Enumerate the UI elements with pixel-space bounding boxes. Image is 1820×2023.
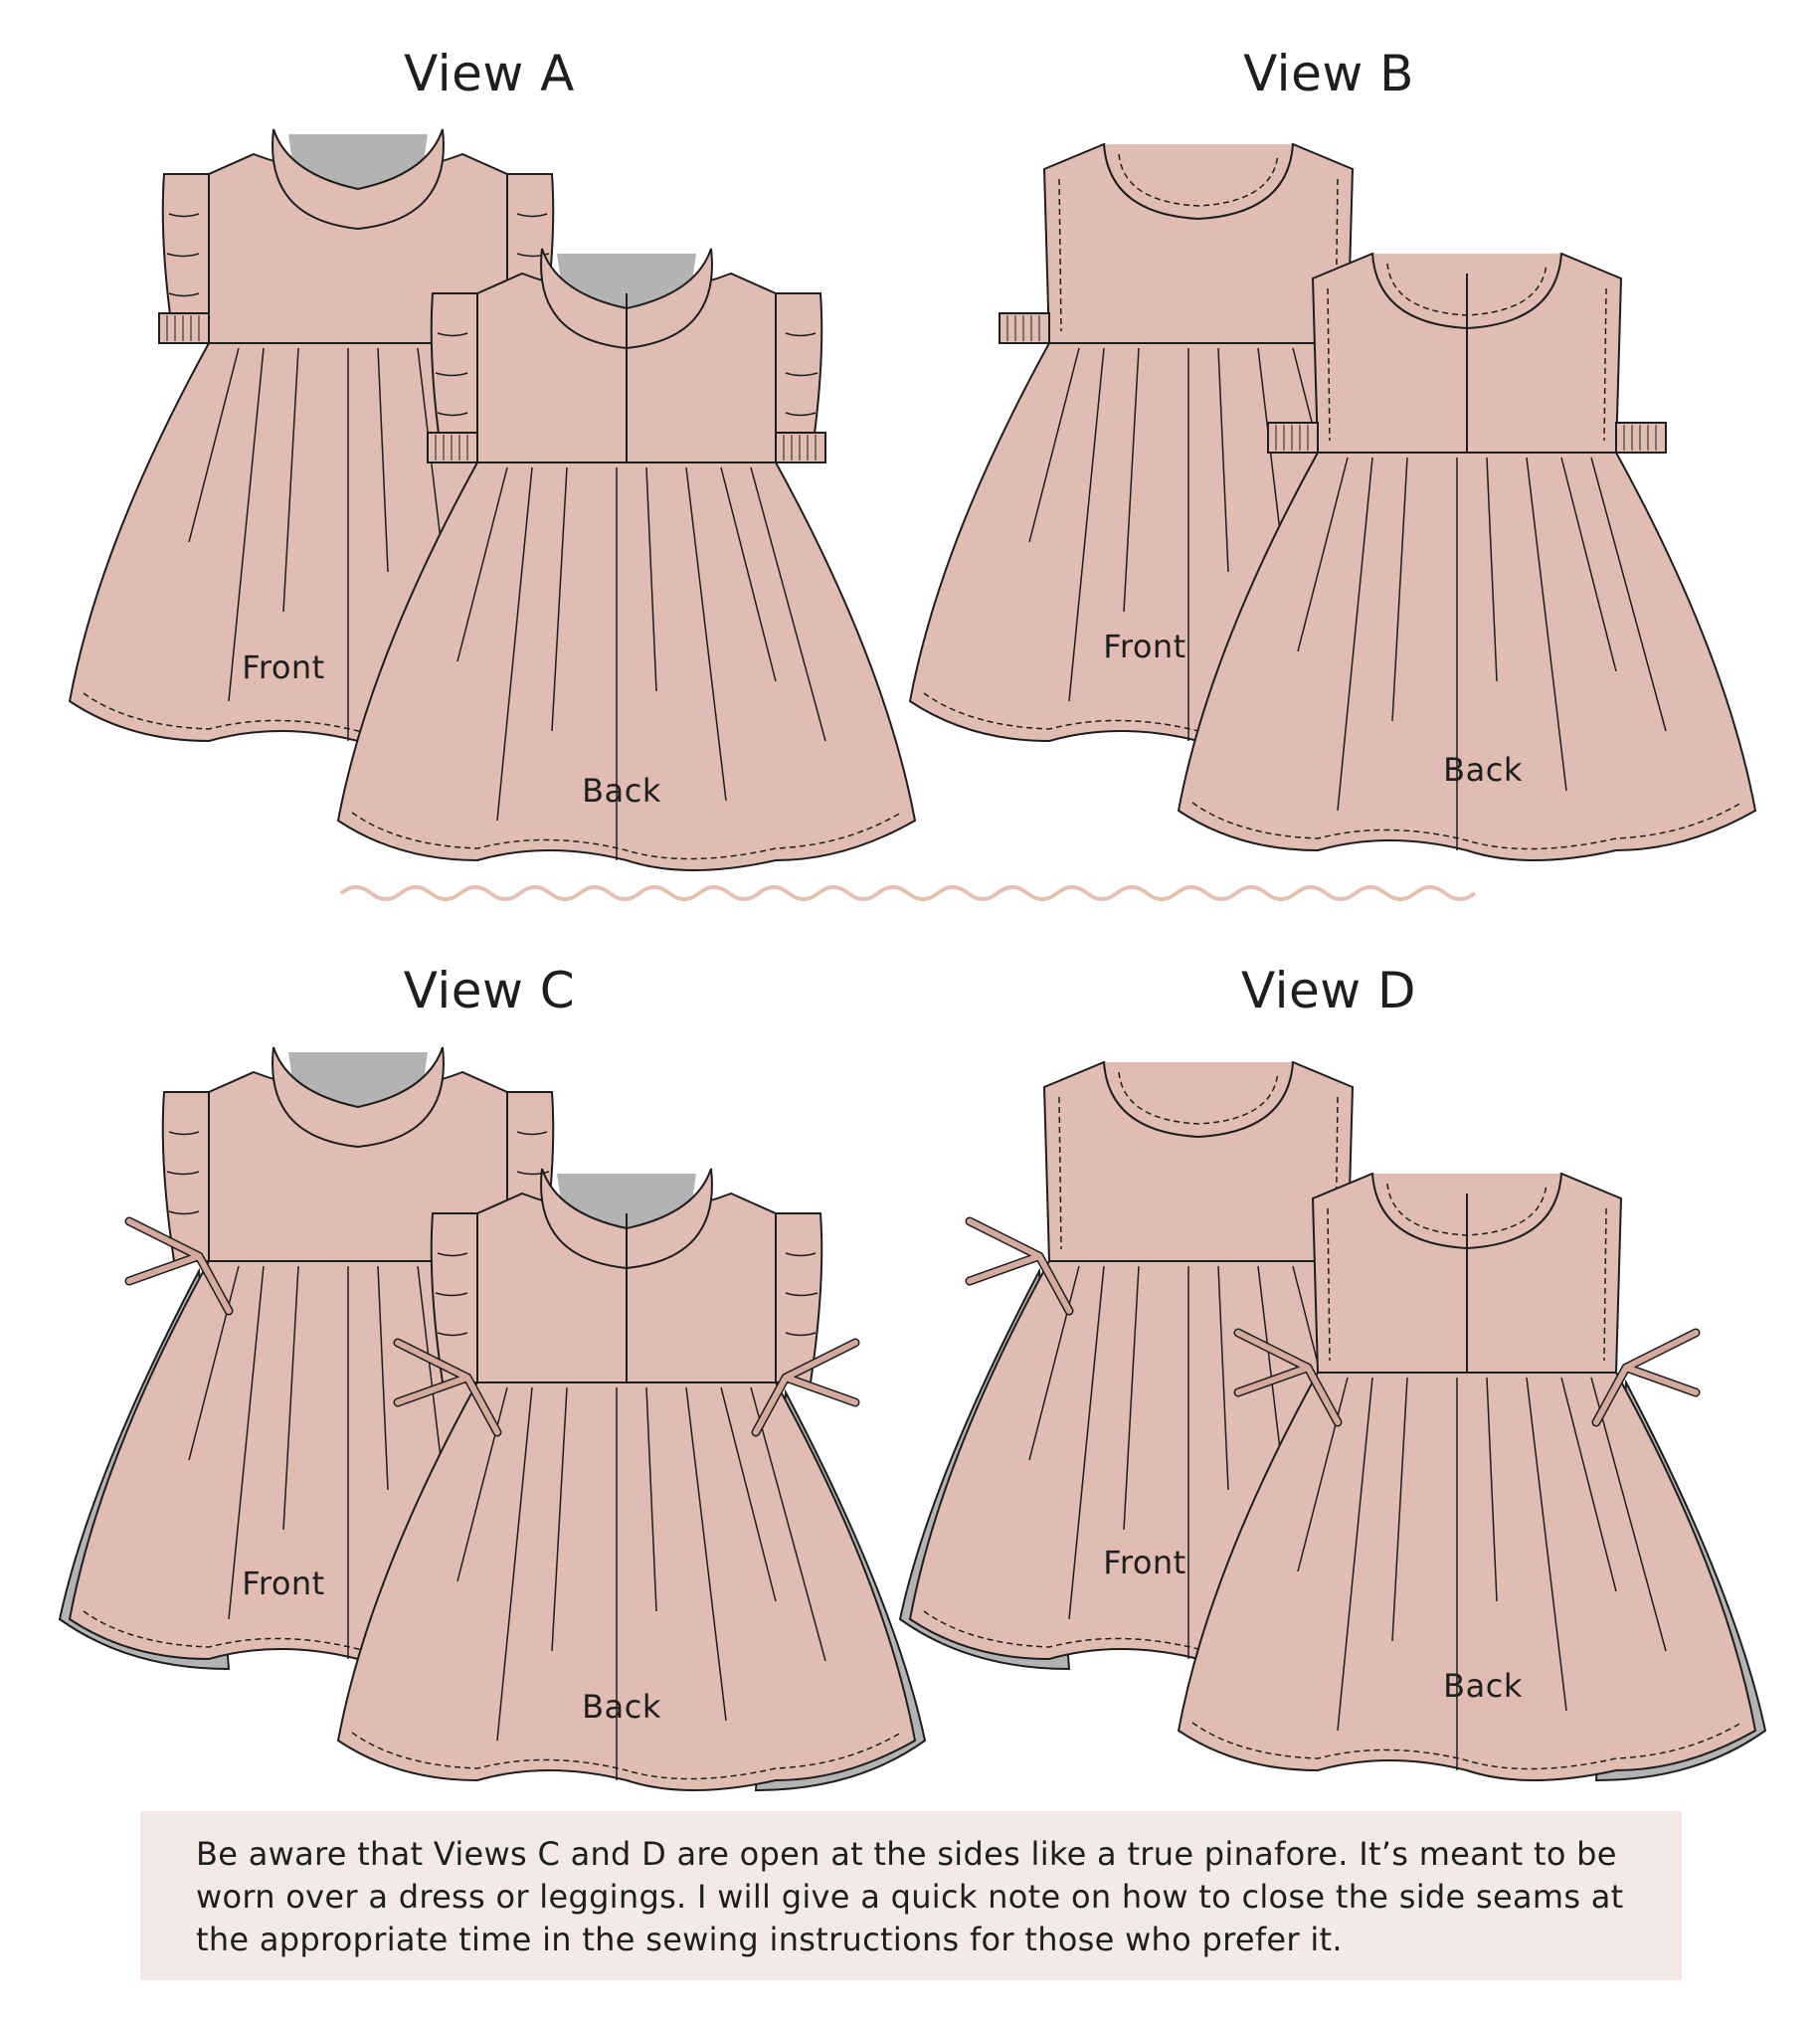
view-b-front-label: Front — [1103, 628, 1186, 665]
view-a-front-label: Front — [242, 648, 325, 686]
view-b-back-illustration — [1178, 253, 1756, 861]
view-d-front-label: Front — [1103, 1544, 1186, 1581]
view-a-back-label: Back — [582, 772, 661, 810]
view-b-back-label: Back — [1443, 751, 1523, 789]
note-line-3: the appropriate time in the sewing instr… — [196, 1921, 1343, 1958]
view-a-title: View A — [404, 45, 575, 102]
note-line-2: worn over a dress or leggings. I will gi… — [196, 1878, 1624, 1916]
view-c-back-illustration — [337, 1168, 926, 1791]
view-d-back-illustration — [1178, 1173, 1766, 1781]
view-c-back-label: Back — [582, 1688, 661, 1726]
view-c-title: View C — [403, 962, 576, 1019]
view-b-title: View B — [1243, 45, 1414, 102]
pinafore-note-box: Be aware that Views C and D are open at … — [140, 1811, 1682, 1980]
wave-divider — [339, 885, 1477, 901]
view-d-back-label: Back — [1443, 1667, 1523, 1705]
note-line-1: Be aware that Views C and D are open at … — [196, 1835, 1617, 1873]
view-c-front-label: Front — [242, 1564, 325, 1602]
view-a-back-illustration — [337, 248, 916, 871]
view-d-title: View D — [1240, 962, 1417, 1019]
